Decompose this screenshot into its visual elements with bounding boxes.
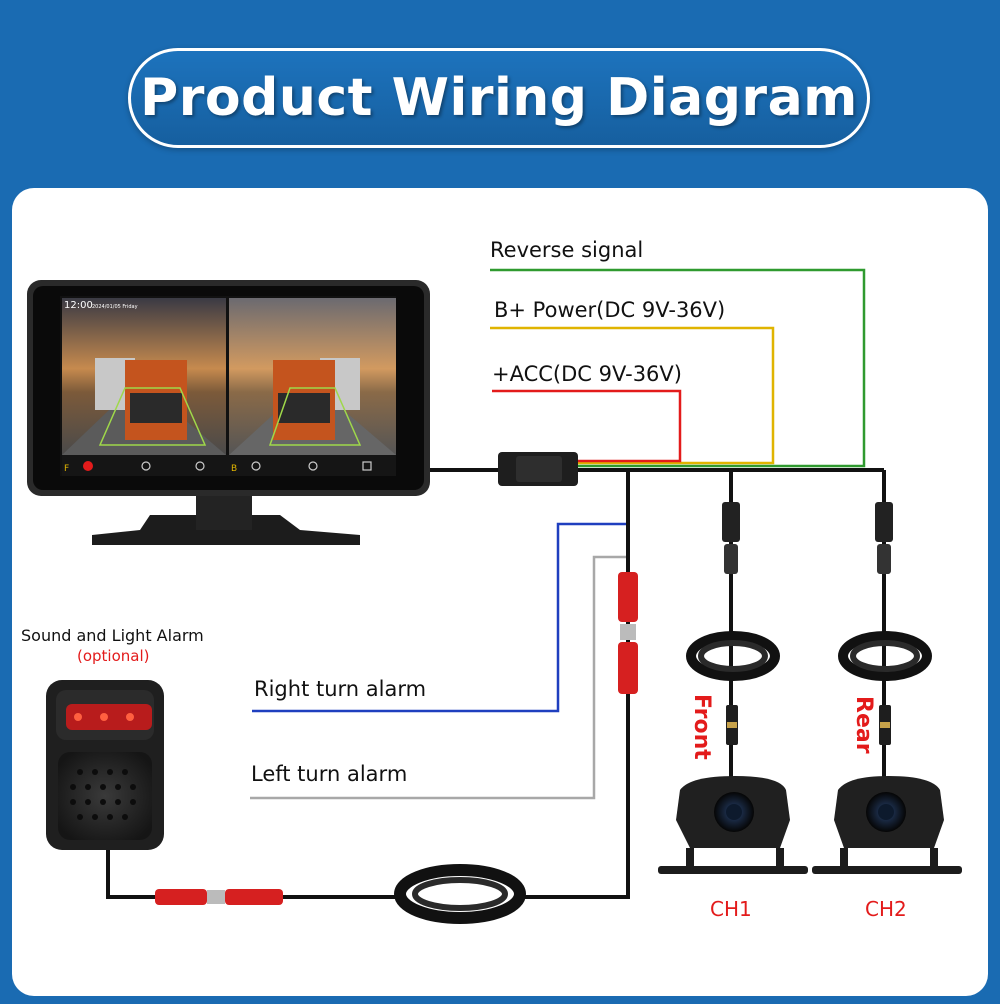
home-icon[interactable] <box>362 461 372 471</box>
left-turn-label: Left turn alarm <box>251 762 408 786</box>
volume-icon[interactable] <box>251 461 261 471</box>
camera-cable-ch1 <box>686 502 780 745</box>
coiled-cable <box>394 864 526 924</box>
monitor: F B 12:00 2024/01/05 Friday <box>27 280 578 545</box>
camera-cable-ch2 <box>838 502 932 745</box>
page-title: Product Wiring Diagram <box>140 68 858 128</box>
monitor-date: 2024/01/05 Friday <box>92 304 138 310</box>
alarm-cable-connector <box>155 889 283 905</box>
speaker-icon <box>58 752 152 840</box>
record-icon[interactable] <box>83 461 93 471</box>
alarm-light <box>66 704 152 730</box>
front-camera-label: Front <box>689 694 714 760</box>
right-turn-wire <box>252 522 628 713</box>
alarm-optional-note: (optional) <box>77 647 150 665</box>
reverse-signal-wire <box>490 268 866 468</box>
ch2-label: CH2 <box>865 897 907 921</box>
power-wire <box>490 326 775 465</box>
acc-wire <box>492 389 682 463</box>
camera-ch2 <box>812 776 962 874</box>
monitor-time: 12:00 <box>64 300 93 311</box>
power-label: B+ Power(DC 9V-36V) <box>494 298 726 322</box>
alarm-icon[interactable] <box>308 461 318 471</box>
brightness-icon[interactable] <box>195 461 205 471</box>
mic-icon[interactable] <box>141 461 151 471</box>
alarm-feed-wire <box>106 840 400 899</box>
right-channel-label: B <box>231 464 237 474</box>
left-turn-wire <box>250 555 628 800</box>
left-channel-label: F <box>64 464 69 474</box>
camera-ch1 <box>658 776 808 874</box>
acc-label: +ACC(DC 9V-36V) <box>492 362 682 386</box>
rear-camera-label: Rear <box>851 696 876 754</box>
right-turn-label: Right turn alarm <box>254 677 427 701</box>
ch1-label: CH1 <box>710 897 752 921</box>
alarm-title: Sound and Light Alarm <box>21 626 204 645</box>
alarm-harness-connector <box>618 572 638 694</box>
reverse-signal-label: Reverse signal <box>490 238 644 262</box>
sound-light-alarm <box>46 680 164 850</box>
title-banner: Product Wiring Diagram <box>128 48 870 148</box>
alarm-trunk-wire <box>520 470 630 899</box>
